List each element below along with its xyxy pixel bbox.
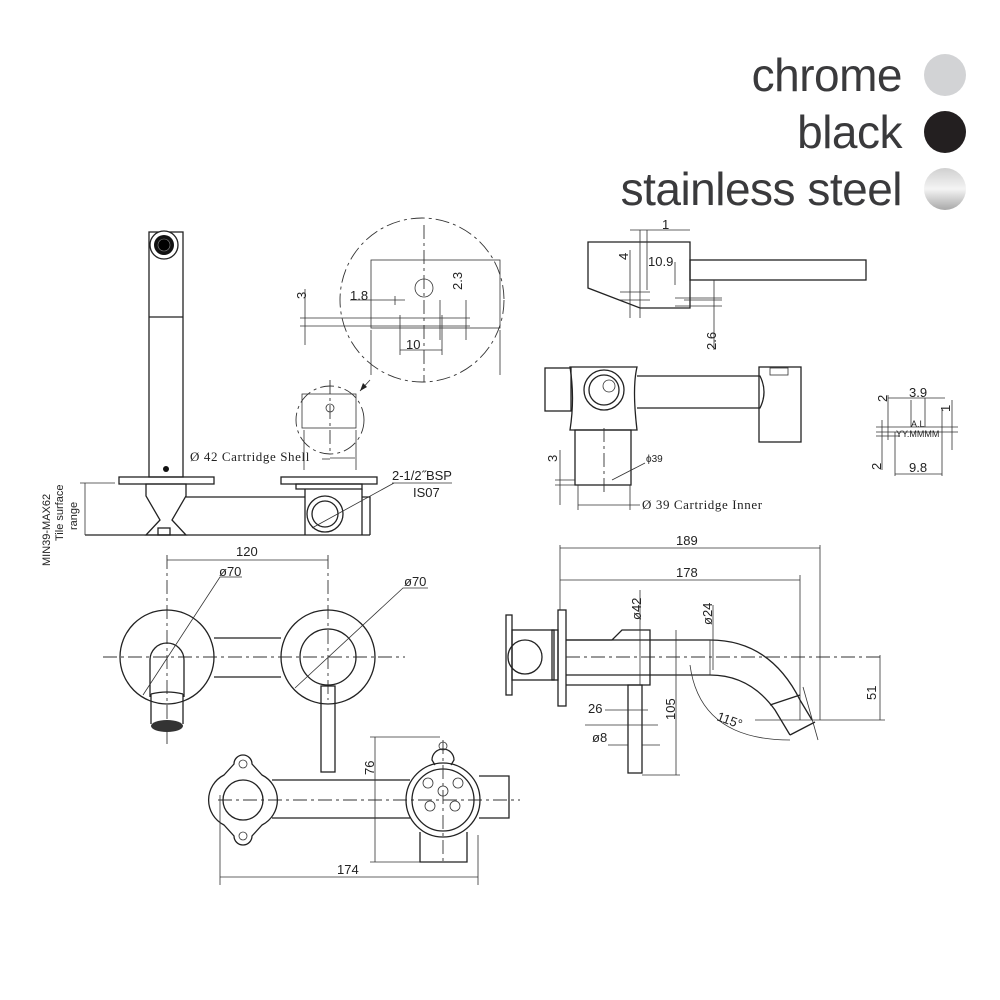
angle-115-label: 115°: [715, 709, 745, 732]
dim-1: 1: [938, 405, 953, 412]
marking-detail: 3.9 2 1 A.L YY.MMMM 2 9.8: [869, 385, 958, 476]
phi70-label: ø70: [219, 564, 241, 579]
finish-label: stainless steel: [620, 162, 903, 215]
phi70-label: ø70: [404, 574, 426, 589]
finish-label: black: [797, 105, 902, 158]
dim-2: 2: [875, 395, 890, 402]
phi39-label: ϕ39: [646, 454, 663, 465]
body-detail: 3 ϕ39 Ø 39 Cartridge Inner: [544, 366, 802, 512]
finish-chrome: chrome: [621, 46, 966, 103]
chrome-swatch-icon: [924, 53, 966, 96]
front-view: 120 ø70 ø70: [103, 544, 520, 885]
finish-black: black: [621, 103, 966, 160]
dim-1-8: 1.8: [350, 288, 368, 303]
dim-189: 189: [676, 533, 698, 548]
dim-105: 105: [663, 698, 678, 720]
black-swatch-icon: [924, 110, 966, 153]
dim-9-8: 9.8: [909, 460, 927, 475]
finish-legend: chrome black stainless steel: [621, 46, 966, 217]
dim-3: 3: [294, 292, 309, 299]
tile-range-label: range: [68, 502, 80, 530]
bsp-label: 2-1/2˝BSP: [392, 468, 452, 483]
iso-label: IS07: [413, 485, 440, 500]
dim-178: 178: [676, 565, 698, 580]
cartridge-inner-label: Ø 39 Cartridge Inner: [642, 497, 763, 512]
aerator-icon: [149, 230, 179, 260]
dim-4: 4: [616, 253, 631, 260]
phi24-label: ø24: [700, 603, 715, 625]
aerator-icon: [151, 720, 183, 732]
dim-10: 10: [406, 337, 420, 352]
dim-1: 1: [662, 217, 669, 232]
tile-range-label: Tile surface: [54, 485, 66, 541]
dim-3: 3: [545, 455, 560, 462]
dim-26: 26: [588, 701, 602, 716]
dim-2-3: 2.3: [450, 272, 465, 290]
dim-2: 2: [869, 463, 884, 470]
dim-2-6: 2.6: [704, 332, 719, 350]
side-elevation: MIN39-MAX62 Tile surface range Ø 42 Cart…: [41, 217, 505, 566]
dim-174: 174: [337, 862, 359, 877]
date-code-label: YY.MMMM: [896, 429, 939, 439]
dim-76: 76: [362, 761, 377, 775]
finish-stainless-steel: stainless steel: [621, 160, 966, 217]
tile-range-label: MIN39-MAX62: [41, 494, 53, 566]
dim-51: 51: [864, 686, 879, 700]
stainless-swatch-icon: [924, 167, 966, 210]
dim-10-9: 10.9: [648, 254, 673, 269]
al-label: A.L: [911, 419, 925, 429]
profile-view: 189 178 ø42 ø24 105 26 ø8 115° 51: [505, 533, 885, 776]
cartridge-shell-label: Ø 42 Cartridge Shell: [190, 449, 310, 464]
handle-detail: 1 4 10.9 2.6: [587, 217, 867, 350]
phi42-label: ø42: [629, 598, 644, 620]
dim-3-9: 3.9: [909, 385, 927, 400]
dim-120: 120: [236, 544, 258, 559]
finish-label: chrome: [751, 48, 903, 101]
port-holes: [422, 777, 464, 812]
phi8-label: ø8: [592, 730, 607, 745]
